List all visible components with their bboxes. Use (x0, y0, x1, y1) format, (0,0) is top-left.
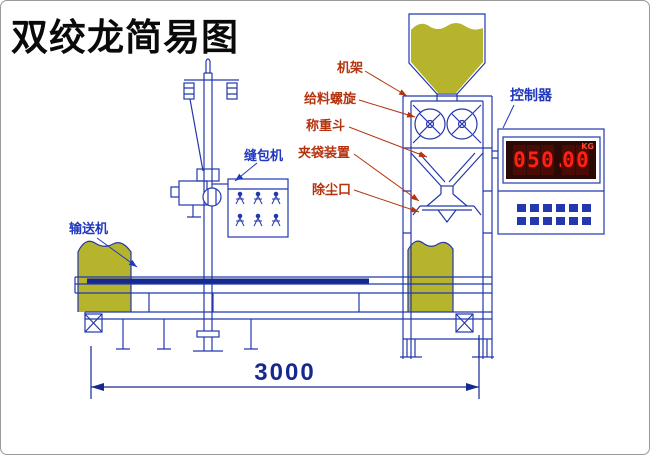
weight-digit: 0 (562, 145, 575, 175)
label-sewing-machine: 缝包机 (244, 149, 284, 164)
label-frame: 机架 (337, 61, 364, 76)
dimension-label: 3000 (254, 359, 316, 386)
label-controller: 控制器 (510, 88, 552, 104)
stitch-panel (212, 178, 289, 238)
stitch-symbols (235, 191, 281, 227)
machine-base (400, 338, 494, 358)
twin-screws (411, 104, 483, 149)
weight-digit: 0 (513, 145, 526, 175)
label-conveyor: 输送机 (69, 222, 109, 237)
roller-box-right (455, 313, 474, 333)
material-fills (78, 23, 483, 312)
controller-keypad (517, 204, 591, 225)
weigh-hopper (410, 152, 484, 194)
sewing-head (170, 168, 222, 218)
bag-on-conveyor (77, 240, 132, 312)
page-title: 双绞龙简易图 (11, 18, 239, 59)
feed-hopper (408, 13, 486, 101)
roller-box-left (84, 313, 103, 333)
label-clamp-device: 夹袋装置 (298, 146, 351, 161)
weight-unit: KG (581, 142, 594, 151)
red-leader-lines (348, 70, 428, 213)
controller-cabinet (492, 128, 605, 235)
blue-leader-lines (96, 104, 515, 268)
label-dust-port: 除尘口 (312, 183, 352, 198)
hopper-material (411, 23, 483, 93)
weight-digit: 0 (576, 145, 589, 175)
label-weigh-hopper: 称重斗 (306, 119, 346, 134)
dimension-3000 (90, 335, 480, 399)
weight-digit: 0 (541, 145, 554, 175)
bag-under-machine (407, 240, 454, 312)
weight-digit: . (555, 145, 561, 175)
bag-clamp (412, 193, 482, 223)
label-feed-screw: 给料螺旋 (304, 92, 357, 107)
weight-digit: 5 (527, 145, 540, 175)
